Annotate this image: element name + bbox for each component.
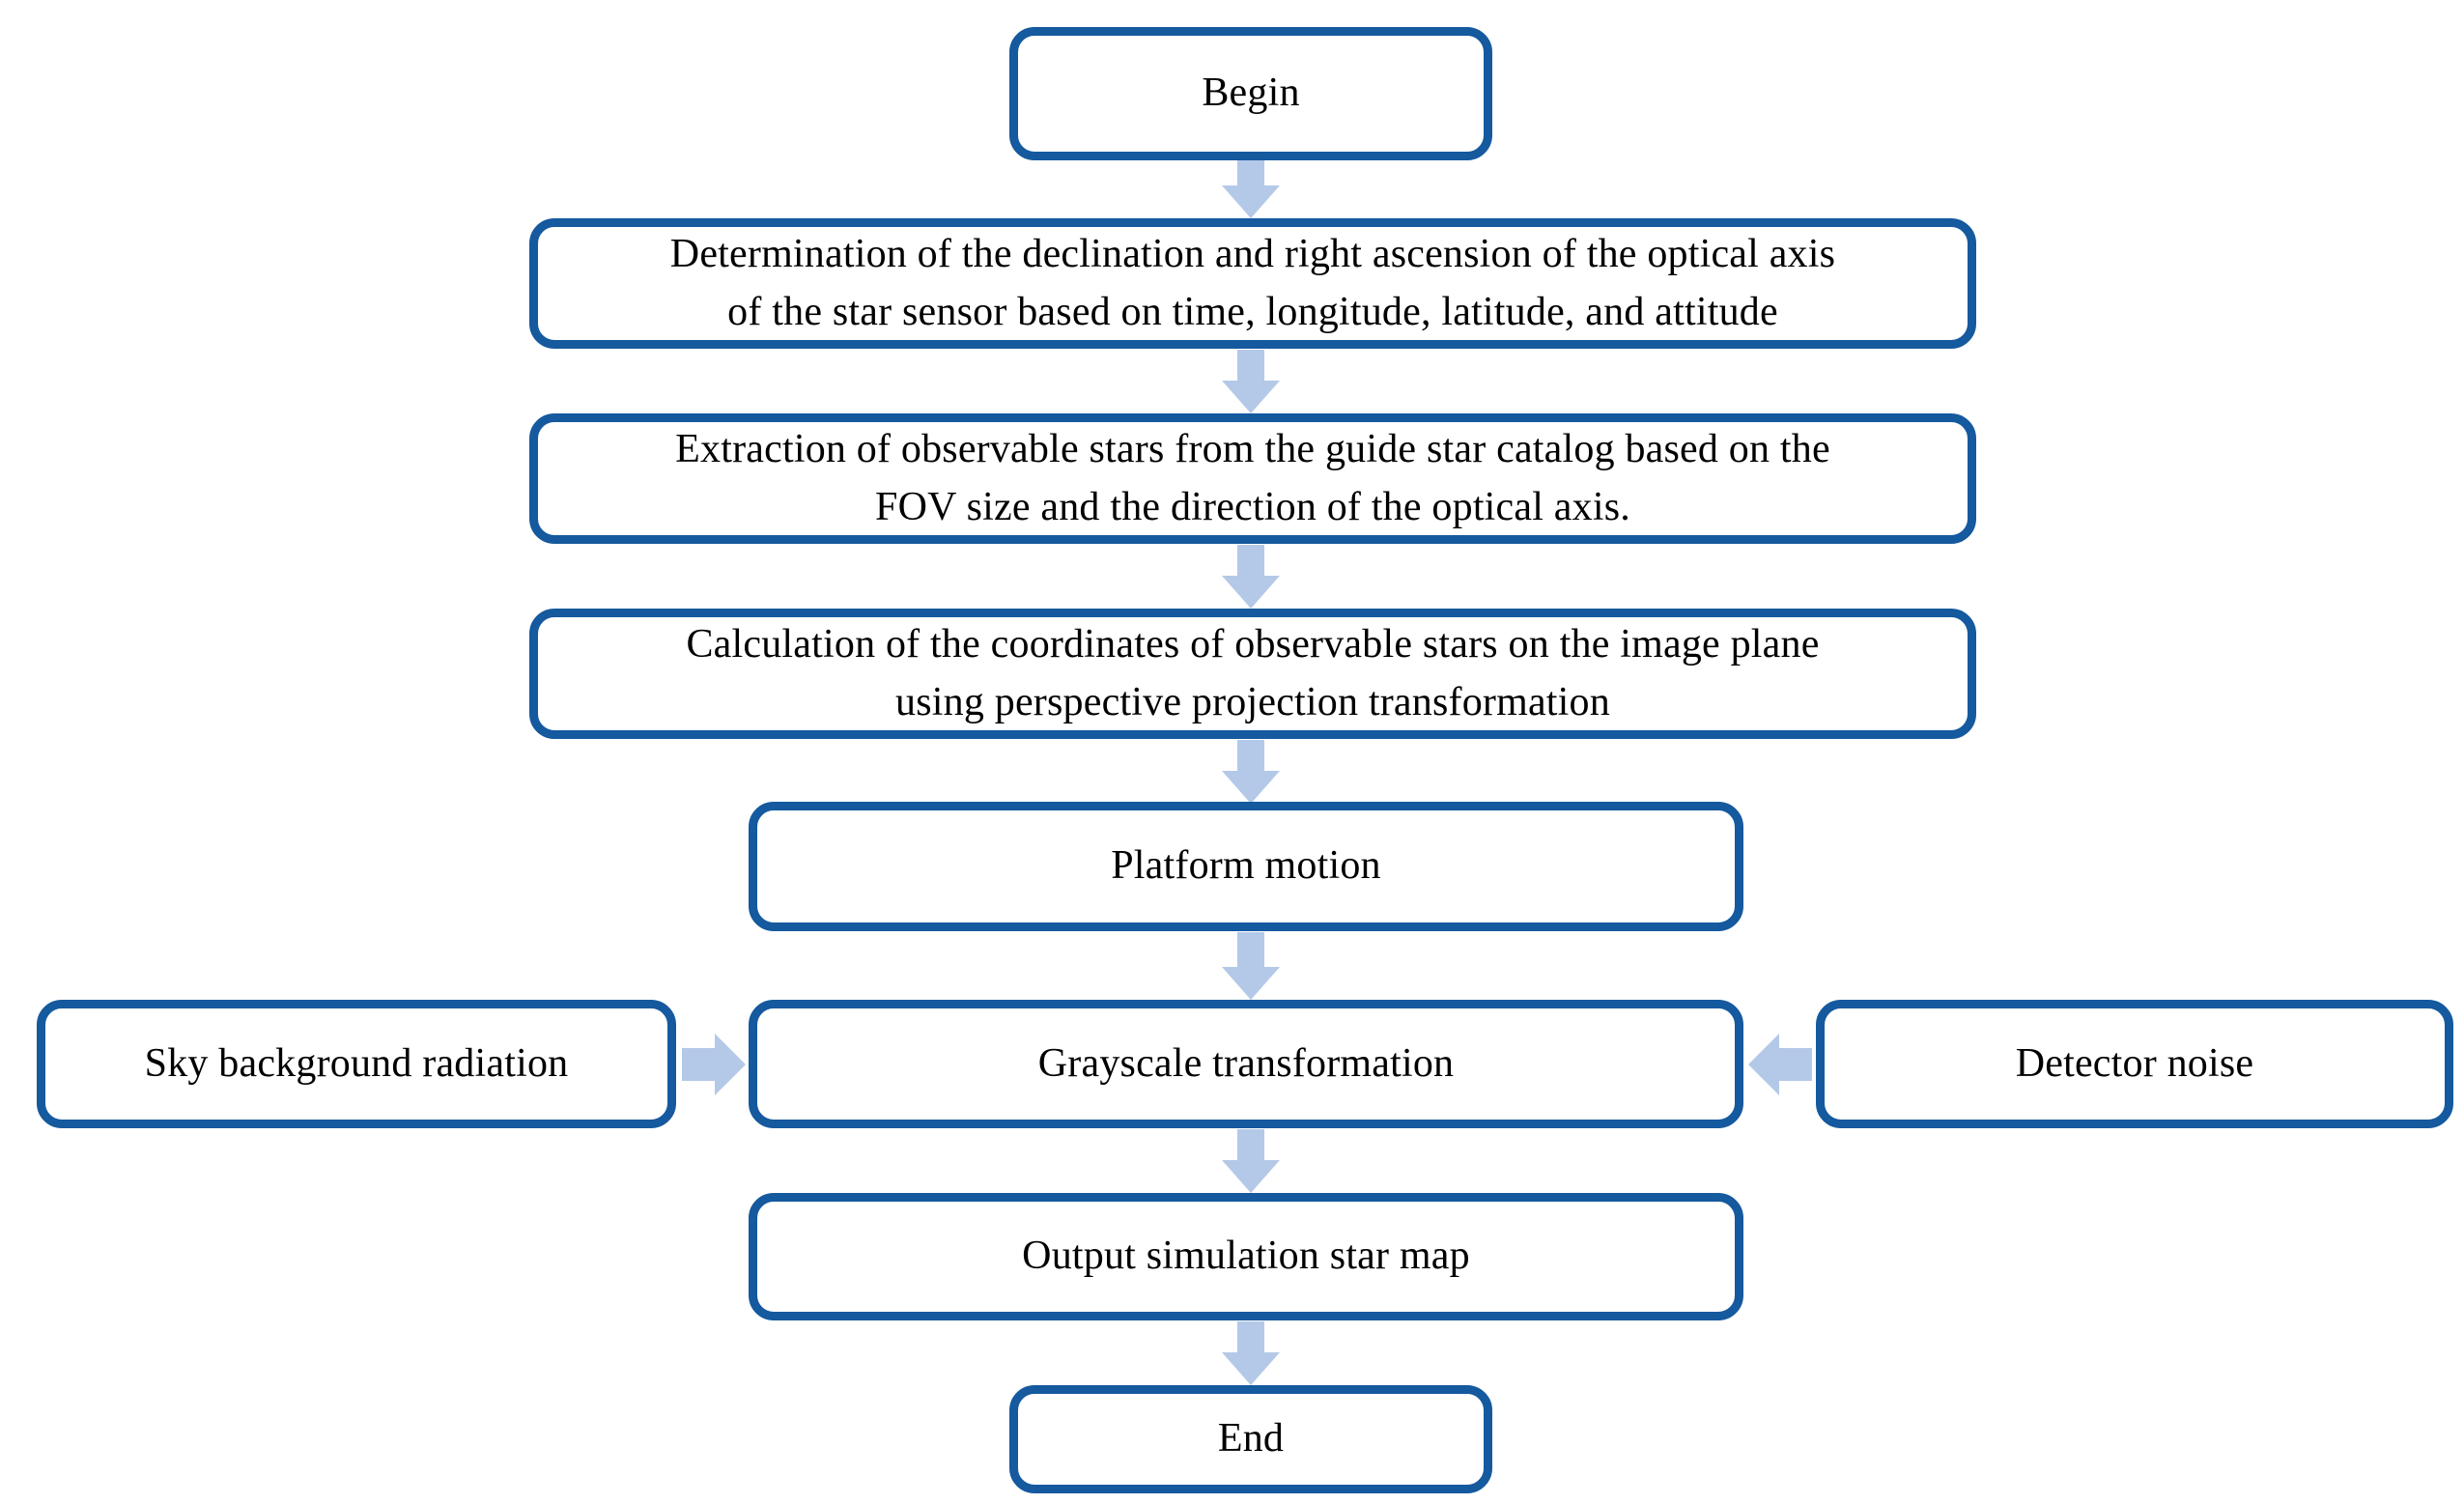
node-determination[interactable]: Determination of the declination and rig…: [529, 218, 1976, 349]
node-end-label: End: [1217, 1416, 1285, 1461]
node-end[interactable]: End: [1009, 1385, 1492, 1493]
arrow-head: [1222, 185, 1280, 218]
node-extraction-label: Extraction of observable stars from the …: [675, 426, 1830, 529]
arrow-extraction-to-calculation: [1222, 545, 1280, 609]
arrow-sky-background-to-grayscale: [682, 1024, 746, 1105]
node-begin[interactable]: Begin: [1009, 27, 1492, 160]
arrow-head: [1222, 771, 1280, 804]
arrow-head: [1222, 967, 1280, 1000]
arrow-shaft: [1237, 350, 1264, 383]
node-extraction[interactable]: Extraction of observable stars from the …: [529, 413, 1976, 544]
node-determination-label: Determination of the declination and rig…: [669, 231, 1836, 334]
arrow-shaft: [682, 1048, 717, 1081]
arrow-shaft: [1237, 1321, 1264, 1354]
arrow-begin-to-determination: [1222, 160, 1280, 218]
node-sky-background-radiation-label: Sky background radiation: [144, 1040, 569, 1086]
arrow-determination-to-extraction: [1222, 350, 1280, 413]
node-grayscale-transformation[interactable]: Grayscale transformation: [749, 1000, 1743, 1128]
arrow-head: [1222, 576, 1280, 609]
node-platform-motion[interactable]: Platform motion: [749, 802, 1743, 931]
arrow-platform-motion-to-grayscale: [1222, 932, 1280, 1000]
arrow-shaft: [1237, 160, 1264, 189]
arrow-head: [715, 1034, 746, 1095]
arrow-shaft: [1777, 1048, 1812, 1081]
arrow-head: [1222, 1160, 1280, 1193]
node-output-simulation-star-map-label: Output simulation star map: [1022, 1234, 1470, 1279]
node-calculation-label: Calculation of the coordinates of observ…: [686, 621, 1820, 724]
node-sky-background-radiation[interactable]: Sky background radiation: [37, 1000, 676, 1128]
node-detector-noise-label: Detector noise: [2015, 1040, 2254, 1086]
arrow-grayscale-to-output: [1222, 1129, 1280, 1193]
arrow-shaft: [1237, 932, 1264, 969]
node-grayscale-transformation-label: Grayscale transformation: [1037, 1040, 1455, 1086]
arrow-detector-noise-to-grayscale: [1748, 1024, 1812, 1105]
node-begin-label: Begin: [1202, 71, 1300, 116]
arrow-head: [1222, 1352, 1280, 1385]
node-detector-noise[interactable]: Detector noise: [1816, 1000, 2453, 1128]
arrow-head: [1222, 381, 1280, 413]
arrow-shaft: [1237, 545, 1264, 578]
node-output-simulation-star-map[interactable]: Output simulation star map: [749, 1193, 1743, 1320]
node-calculation[interactable]: Calculation of the coordinates of observ…: [529, 609, 1976, 739]
arrow-head: [1748, 1034, 1779, 1095]
node-platform-motion-label: Platform motion: [1111, 843, 1381, 889]
arrow-shaft: [1237, 1129, 1264, 1162]
arrow-output-to-end: [1222, 1321, 1280, 1385]
arrow-calculation-to-platform-motion: [1222, 740, 1280, 804]
arrow-shaft: [1237, 740, 1264, 773]
